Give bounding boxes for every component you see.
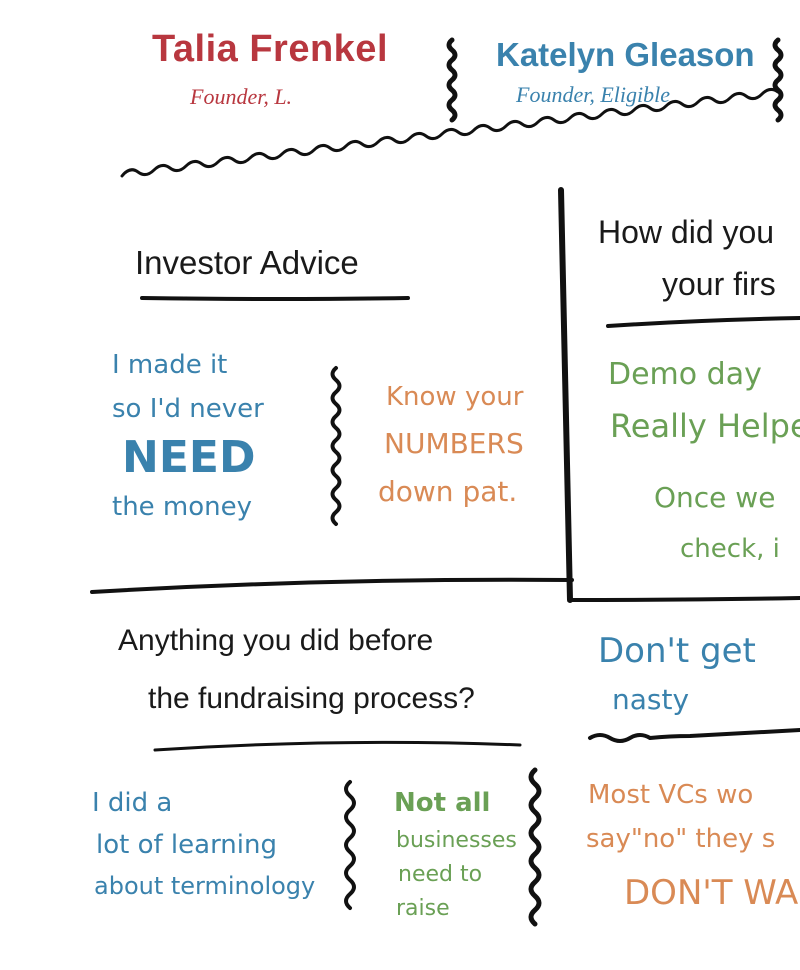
talia-advice-line-3: NEED — [122, 432, 256, 483]
first-answer-line-3: Once we — [654, 481, 776, 514]
katelyn-before-line-3: need to — [398, 862, 483, 887]
katelyn-before-line-1: Not all — [394, 788, 491, 818]
investor-advice-heading: Investor Advice — [135, 244, 359, 281]
dont-get-nasty-line-2: nasty — [612, 683, 690, 716]
bottom-divider-squiggle-1 — [344, 780, 356, 910]
talia-name: Talia Frenkel — [152, 28, 389, 70]
before-fundraising-heading-line-2: the fundraising process? — [148, 682, 475, 715]
bottom-divider-squiggle-2 — [528, 767, 542, 927]
most-vcs-line-3: DON'T WA — [624, 873, 799, 913]
katelyn-advice-line-3: down pat. — [378, 475, 518, 508]
before-fundraising-underline — [153, 740, 522, 752]
first-question-underline — [606, 316, 800, 328]
talia-before-line-2: lot of learning — [96, 830, 277, 860]
katelyn-title: Founder, Eligible — [516, 82, 670, 107]
middle-horizontal-divider — [90, 577, 574, 594]
katelyn-before-line-2: businesses — [396, 828, 517, 853]
first-answer-line-4: check, i — [680, 534, 780, 564]
investor-advice-underline — [140, 296, 410, 301]
talia-advice-line-2: so I'd never — [112, 394, 264, 424]
name-divider-squiggle-2 — [772, 37, 784, 123]
katelyn-advice-line-2: NUMBERS — [384, 427, 524, 460]
name-divider-squiggle-1 — [446, 37, 458, 123]
talia-title: Founder, L. — [190, 84, 293, 109]
dont-get-nasty-underline — [588, 728, 800, 743]
first-question-line-2: your firs — [662, 266, 776, 302]
first-question-line-1: How did you — [598, 214, 775, 250]
first-answer-line-2: Really Helpe — [610, 407, 800, 445]
talia-before-line-1: I did a — [92, 788, 173, 818]
header-wave-line — [120, 87, 780, 178]
talia-advice-line-4: the money — [112, 492, 253, 522]
katelyn-name: Katelyn Gleason — [496, 36, 755, 73]
right-box-bottom-line — [568, 596, 800, 602]
first-answer-line-1: Demo day — [608, 357, 762, 392]
center-vertical-divider — [558, 187, 573, 603]
katelyn-advice-line-1: Know your — [386, 382, 524, 412]
dont-get-nasty-line-1: Don't get — [598, 631, 756, 671]
most-vcs-line-1: Most VCs wo — [588, 780, 754, 810]
most-vcs-line-2: say"no" they s — [586, 824, 776, 854]
before-fundraising-heading-line-1: Anything you did before — [118, 624, 434, 657]
katelyn-before-line-4: raise — [396, 896, 450, 921]
advice-divider-squiggle — [330, 366, 342, 526]
talia-advice-line-1: I made it — [112, 350, 228, 380]
talia-before-line-3: about terminology — [94, 872, 316, 900]
